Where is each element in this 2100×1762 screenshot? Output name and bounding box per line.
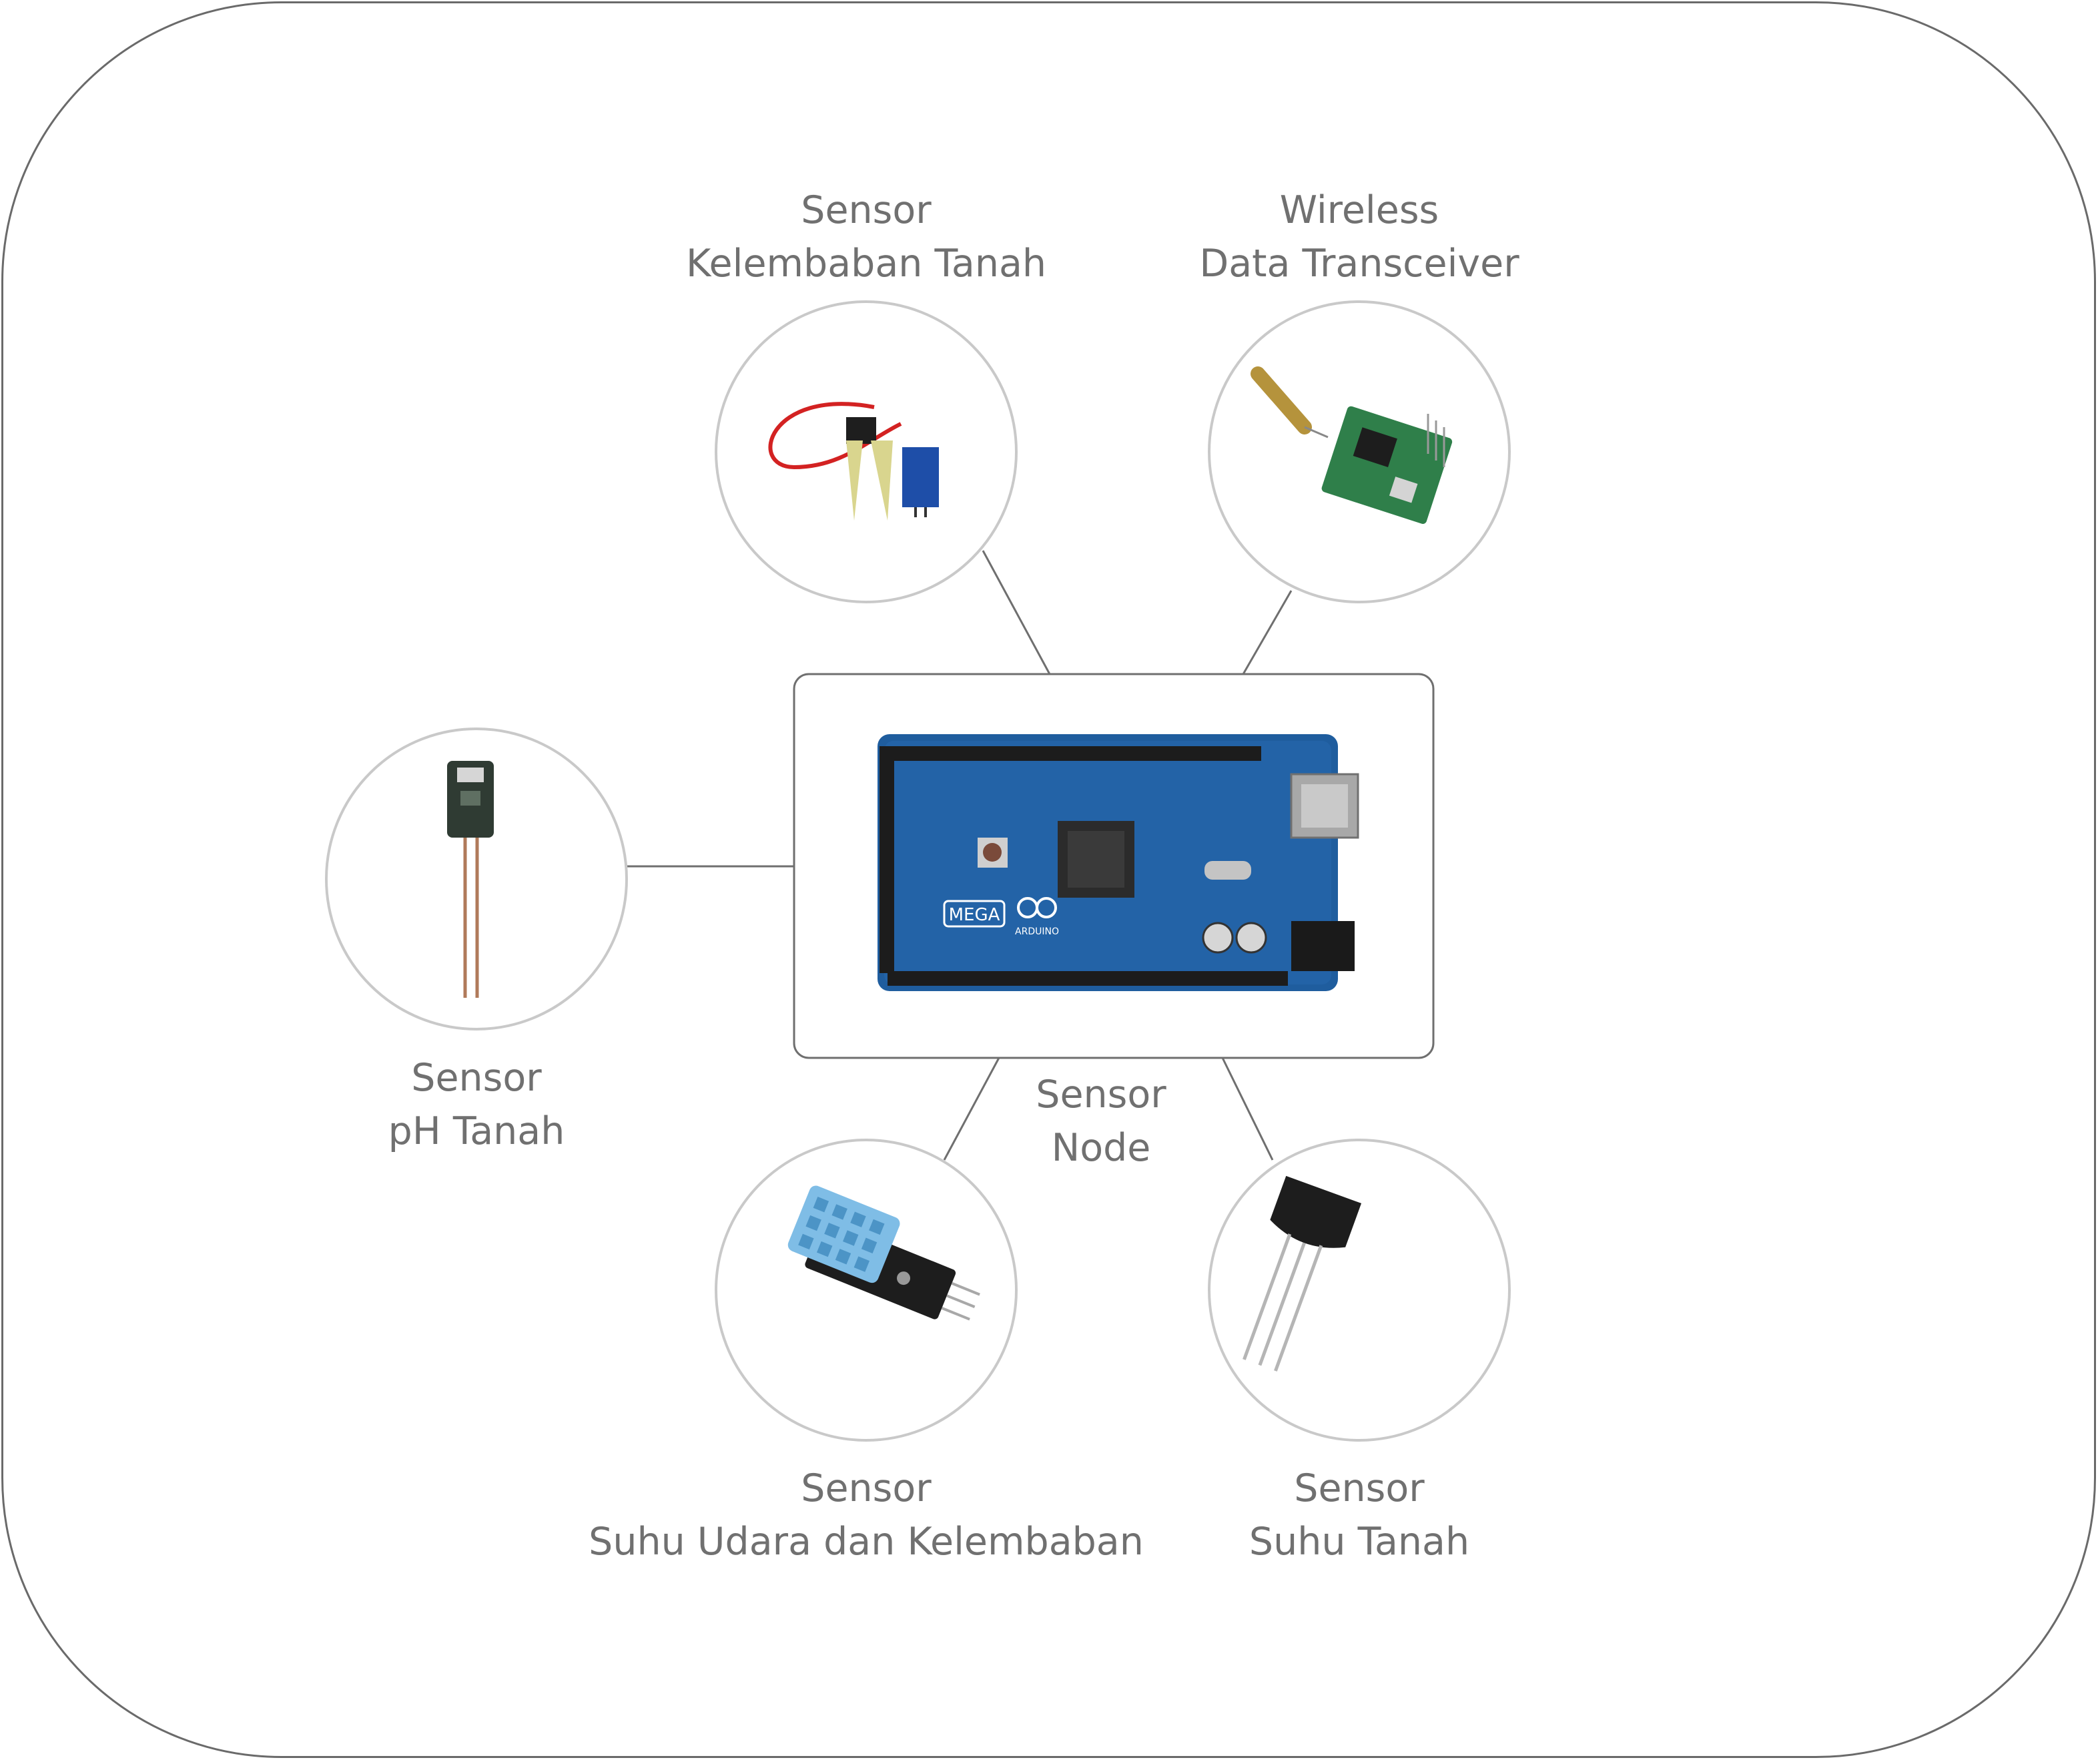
connector-lines — [627, 550, 1293, 1161]
board-brand-text: ARDUINO — [1015, 926, 1059, 937]
connector-soil-moisture — [982, 550, 1051, 675]
connector-wireless — [1242, 590, 1293, 675]
label-soil-temp: Sensor Suhu Tanah — [1249, 1462, 1469, 1568]
ph-soil-sensor-icon — [447, 761, 494, 998]
label-soil-temp-line1: Sensor — [1294, 1466, 1425, 1510]
soil-moisture-circle — [715, 300, 1018, 603]
label-wireless: Wireless Data Transceiver — [1199, 184, 1519, 290]
label-soil-moisture-line1: Sensor — [801, 188, 932, 232]
dht11-sensor-icon — [787, 1185, 980, 1321]
soil-moisture-sensor-icon — [768, 402, 939, 521]
label-soil-ph-line1: Sensor — [411, 1056, 542, 1100]
label-soil-ph: Sensor pH Tanah — [388, 1051, 565, 1158]
label-soil-temp-line2: Suhu Tanah — [1249, 1520, 1470, 1564]
label-soil-ph-line2: pH Tanah — [388, 1109, 565, 1153]
label-soil-moisture: Sensor Kelembaban Tanah — [686, 184, 1046, 290]
board-model-text: MEGA — [949, 905, 1000, 925]
arduino-mega-board — [878, 734, 1359, 991]
soil-temp-circle — [1208, 1139, 1511, 1442]
label-sensor-node-line2: Node — [1051, 1126, 1151, 1170]
connector-soil-temp — [1221, 1057, 1274, 1161]
label-air-temp-humidity: Sensor Suhu Udara dan Kelembaban — [589, 1462, 1144, 1568]
label-air-temp-line2: Suhu Udara dan Kelembaban — [589, 1520, 1144, 1564]
label-wireless-line1: Wireless — [1279, 188, 1439, 232]
label-sensor-node: Sensor Node — [1036, 1068, 1166, 1175]
label-wireless-line2: Data Transceiver — [1199, 242, 1519, 286]
label-soil-moisture-line2: Kelembaban Tanah — [686, 242, 1046, 286]
label-sensor-node-line1: Sensor — [1036, 1073, 1166, 1117]
connector-air-temp — [943, 1057, 1000, 1161]
label-air-temp-line1: Sensor — [801, 1466, 932, 1510]
lm35-sensor-icon — [1243, 1175, 1362, 1372]
wireless-transceiver-icon — [1251, 366, 1453, 524]
